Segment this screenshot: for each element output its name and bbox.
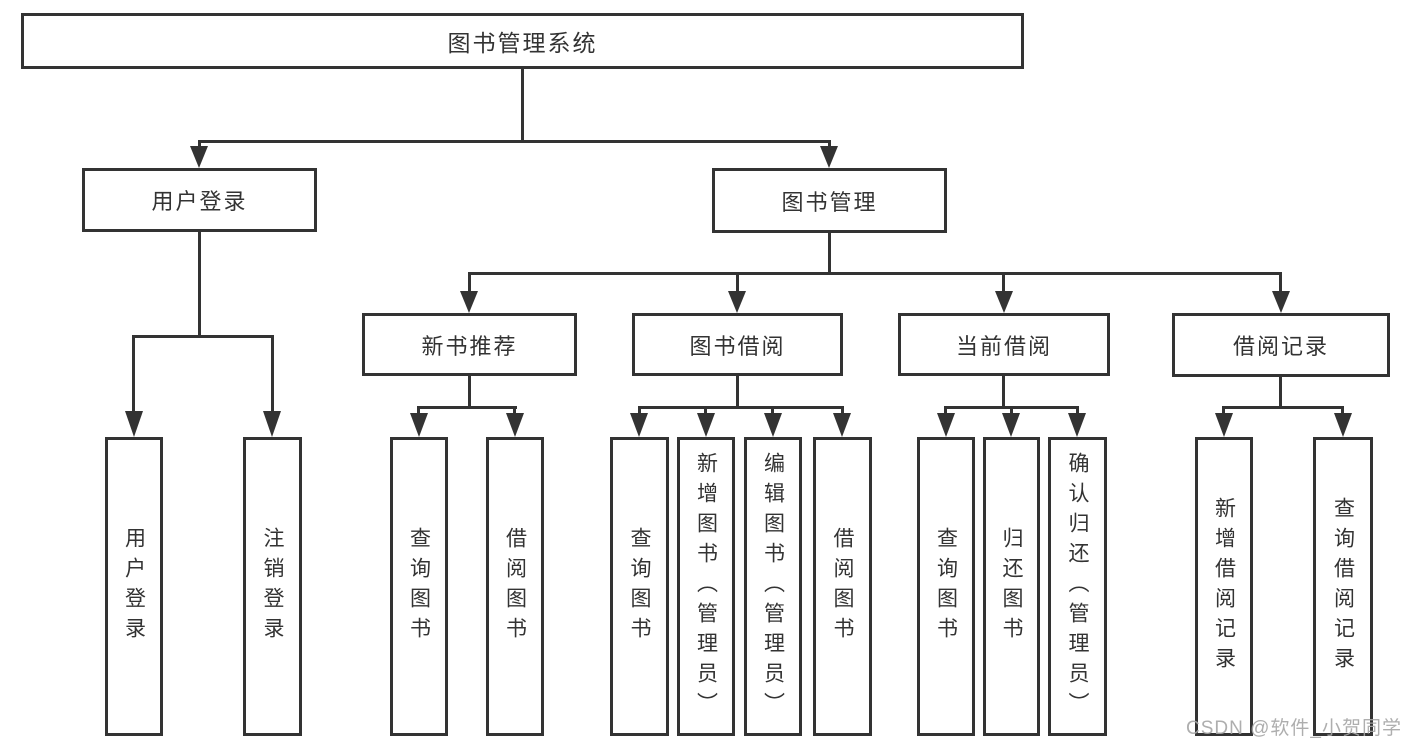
connector-line bbox=[1002, 376, 1005, 409]
node-new-book-recommend-label: 新书推荐 bbox=[421, 333, 518, 359]
connector-line bbox=[468, 272, 1282, 275]
leaf-add-books-admin: 新增图书（管理员） bbox=[677, 437, 735, 736]
connector-line bbox=[1279, 377, 1282, 409]
connector-line bbox=[198, 140, 201, 148]
node-root-label: 图书管理系统 bbox=[447, 30, 598, 56]
leaf-confirm-return-admin-label: 确认归还（管理员） bbox=[1066, 451, 1089, 722]
connector-line bbox=[198, 232, 201, 338]
arrow-down-icon bbox=[697, 413, 715, 437]
arrow-down-icon bbox=[1334, 413, 1352, 437]
node-book-borrowing-label: 图书借阅 bbox=[689, 333, 786, 359]
arrow-down-icon bbox=[764, 413, 782, 437]
watermark: CSDN @软件_小贺同学 bbox=[1186, 718, 1402, 739]
node-borrowing-records-label: 借阅记录 bbox=[1232, 334, 1329, 359]
connector-line bbox=[638, 406, 641, 416]
leaf-confirm-return-admin: 确认归还（管理员） bbox=[1048, 437, 1107, 736]
leaf-return-books-label: 归还图书 bbox=[1000, 526, 1023, 647]
connector-line bbox=[944, 406, 947, 416]
arrow-down-icon bbox=[1272, 291, 1290, 313]
leaf-borrow-books-1: 借阅图书 bbox=[486, 437, 544, 736]
leaf-query-books-3-label: 查询图书 bbox=[934, 526, 958, 647]
connector-line bbox=[1002, 272, 1005, 293]
node-user-login-label: 用户登录 bbox=[151, 189, 248, 214]
connector-line bbox=[736, 376, 739, 409]
arrow-down-icon bbox=[190, 146, 208, 168]
node-user-login: 用户登录 bbox=[82, 168, 317, 232]
connector-line bbox=[1279, 272, 1282, 293]
node-current-borrowing-label: 当前借阅 bbox=[955, 333, 1052, 359]
connector-line bbox=[468, 272, 471, 293]
connector-line bbox=[841, 406, 844, 416]
leaf-query-borrow-record: 查询借阅记录 bbox=[1313, 437, 1373, 736]
connector-line bbox=[132, 335, 274, 338]
connector-line bbox=[828, 233, 831, 275]
leaf-query-books-1-label: 查询图书 bbox=[407, 526, 431, 647]
connector-line bbox=[736, 272, 739, 293]
node-book-management-label: 图书管理 bbox=[781, 189, 878, 215]
connector-line bbox=[468, 375, 471, 409]
node-book-management: 图书管理 bbox=[712, 168, 947, 233]
arrow-down-icon bbox=[995, 291, 1013, 313]
leaf-logout: 注销登录 bbox=[243, 437, 302, 736]
arrow-down-icon bbox=[820, 146, 838, 168]
connector-line bbox=[1076, 406, 1079, 416]
connector-line bbox=[1010, 406, 1013, 416]
leaf-query-books-3: 查询图书 bbox=[917, 437, 975, 736]
arrow-down-icon bbox=[506, 413, 524, 437]
leaf-edit-books-admin: 编辑图书（管理员） bbox=[744, 437, 802, 736]
node-borrowing-records: 借阅记录 bbox=[1172, 313, 1390, 377]
leaf-user-login-label: 用户登录 bbox=[122, 526, 146, 647]
leaf-add-borrow-record-label: 新增借阅记录 bbox=[1212, 496, 1236, 677]
arrow-down-icon bbox=[937, 413, 955, 437]
connector-line bbox=[417, 406, 517, 409]
connector-line bbox=[771, 406, 774, 416]
leaf-add-borrow-record: 新增借阅记录 bbox=[1195, 437, 1253, 736]
connector-line bbox=[271, 335, 274, 413]
arrow-down-icon bbox=[1215, 413, 1233, 437]
arrow-down-icon bbox=[263, 411, 281, 437]
leaf-return-books: 归还图书 bbox=[983, 437, 1040, 736]
arrow-down-icon bbox=[630, 413, 648, 437]
arrow-down-icon bbox=[460, 291, 478, 313]
leaf-query-books-1: 查询图书 bbox=[390, 437, 448, 736]
arrow-down-icon bbox=[410, 413, 428, 437]
connector-line bbox=[198, 140, 831, 143]
connector-line bbox=[704, 406, 707, 416]
node-root: 图书管理系统 bbox=[21, 13, 1024, 69]
arrow-down-icon bbox=[833, 413, 851, 437]
node-new-book-recommend: 新书推荐 bbox=[362, 313, 577, 376]
connector-line bbox=[1222, 406, 1344, 409]
node-current-borrowing: 当前借阅 bbox=[898, 313, 1110, 376]
leaf-user-login: 用户登录 bbox=[105, 437, 163, 736]
leaf-borrow-books-1-label: 借阅图书 bbox=[503, 526, 527, 647]
connector-line bbox=[1222, 406, 1225, 416]
connector-line bbox=[513, 406, 516, 416]
leaf-edit-books-admin-label: 编辑图书（管理员） bbox=[761, 451, 785, 722]
node-book-borrowing: 图书借阅 bbox=[632, 313, 843, 376]
arrow-down-icon bbox=[728, 291, 746, 313]
leaf-query-books-2-label: 查询图书 bbox=[628, 526, 651, 647]
connector-line bbox=[828, 140, 831, 148]
arrow-down-icon bbox=[125, 411, 143, 437]
connector-line bbox=[417, 406, 420, 416]
leaf-borrow-books-2: 借阅图书 bbox=[813, 437, 872, 736]
connector-line bbox=[521, 69, 524, 143]
connector-line bbox=[638, 406, 844, 409]
leaf-logout-label: 注销登录 bbox=[261, 526, 284, 647]
leaf-borrow-books-2-label: 借阅图书 bbox=[831, 526, 854, 647]
leaf-query-books-2: 查询图书 bbox=[610, 437, 669, 736]
arrow-down-icon bbox=[1068, 413, 1086, 437]
leaf-add-books-admin-label: 新增图书（管理员） bbox=[694, 451, 718, 722]
connector-line bbox=[1341, 406, 1344, 416]
leaf-query-borrow-record-label: 查询借阅记录 bbox=[1331, 496, 1355, 677]
connector-line bbox=[132, 335, 135, 413]
arrow-down-icon bbox=[1002, 413, 1020, 437]
